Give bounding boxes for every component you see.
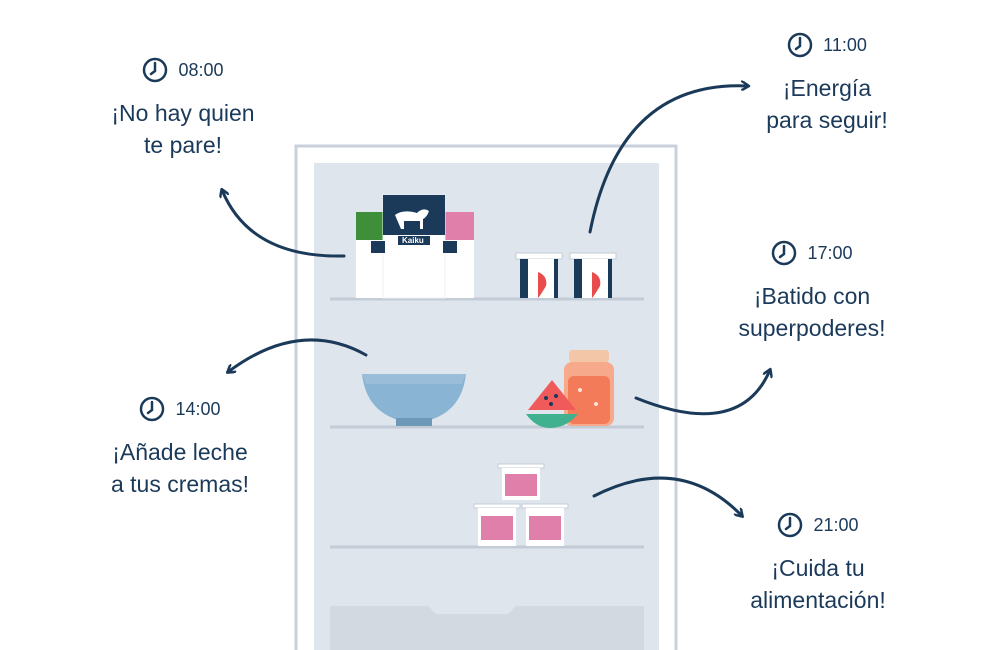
message-line: te pare! xyxy=(144,132,222,158)
message-line: a tus cremas! xyxy=(110,471,250,497)
callout-1700: 17:00 ¡Batido con superpoderes! xyxy=(712,240,912,344)
watermelon xyxy=(526,380,578,428)
callout-message: ¡No hay quien te pare! xyxy=(78,97,288,161)
callout-0800: 08:00 ¡No hay quien te pare! xyxy=(78,57,288,161)
time-label: 14:00 xyxy=(175,398,221,419)
yogurts-top xyxy=(515,252,617,298)
message-line: para seguir! xyxy=(766,107,888,133)
callout-1100: 11:00 ¡Energía para seguir! xyxy=(722,32,932,136)
arrow-1100 xyxy=(588,86,748,234)
arrow-1700 xyxy=(634,370,770,416)
smoothie-jar xyxy=(564,350,614,426)
bowl xyxy=(362,374,466,426)
arrow-1400 xyxy=(228,338,368,372)
clock-icon xyxy=(143,57,168,83)
callout-message: ¡Batido con superpoderes! xyxy=(712,280,912,344)
callout-message: ¡Cuida tu alimentación! xyxy=(718,552,918,616)
time-label: 21:00 xyxy=(813,514,859,535)
arrows xyxy=(222,86,770,516)
time-label: 17:00 xyxy=(807,242,853,263)
message-line: ¡No hay quien xyxy=(111,100,255,126)
callout-message: ¡Energía para seguir! xyxy=(722,72,932,136)
clock-icon xyxy=(140,396,165,422)
message-line: ¡Energía xyxy=(782,75,872,101)
message-line: ¡Batido con xyxy=(753,283,871,309)
milk-cartons: Kaiku xyxy=(356,194,474,299)
arrow-0800 xyxy=(222,190,346,258)
brand-label: Kaiku xyxy=(402,236,424,245)
message-line: ¡Añade leche xyxy=(112,439,248,465)
clock-icon xyxy=(772,240,797,266)
fridge xyxy=(294,144,678,650)
message-line: superpoderes! xyxy=(738,315,886,341)
time-label: 08:00 xyxy=(178,59,224,80)
drawer xyxy=(330,606,644,650)
message-line: alimentación! xyxy=(750,587,886,613)
arrow-2100 xyxy=(592,476,742,516)
clock-icon xyxy=(787,32,813,58)
callout-1400: 14:00 ¡Añade leche a tus cremas! xyxy=(70,396,290,500)
message-line: ¡Cuida tu xyxy=(771,555,865,581)
time-label: 11:00 xyxy=(823,34,867,55)
callout-2100: 21:00 ¡Cuida tu alimentación! xyxy=(718,512,918,616)
callout-message: ¡Añade leche a tus cremas! xyxy=(70,436,290,500)
pink-yogurts xyxy=(473,463,569,546)
clock-icon xyxy=(778,512,803,538)
